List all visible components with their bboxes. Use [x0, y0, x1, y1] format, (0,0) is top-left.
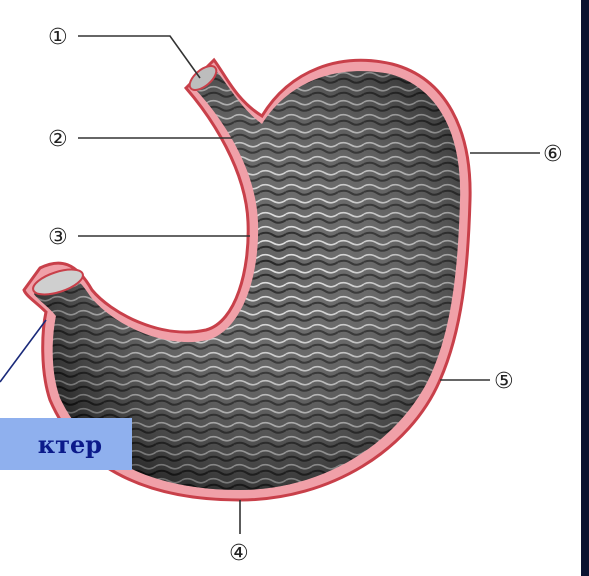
label-2: ②	[48, 127, 68, 152]
leader-line-1	[78, 36, 200, 78]
sphincter-callout-text: ктер	[38, 430, 102, 459]
label-6: ⑥	[543, 142, 563, 167]
label-3: ③	[48, 225, 68, 250]
sphincter-callout: ктер	[0, 418, 132, 470]
label-4: ④	[229, 541, 249, 566]
leader-line-callout	[0, 320, 46, 382]
label-5: ⑤	[494, 369, 514, 394]
label-1: ①	[48, 25, 68, 50]
